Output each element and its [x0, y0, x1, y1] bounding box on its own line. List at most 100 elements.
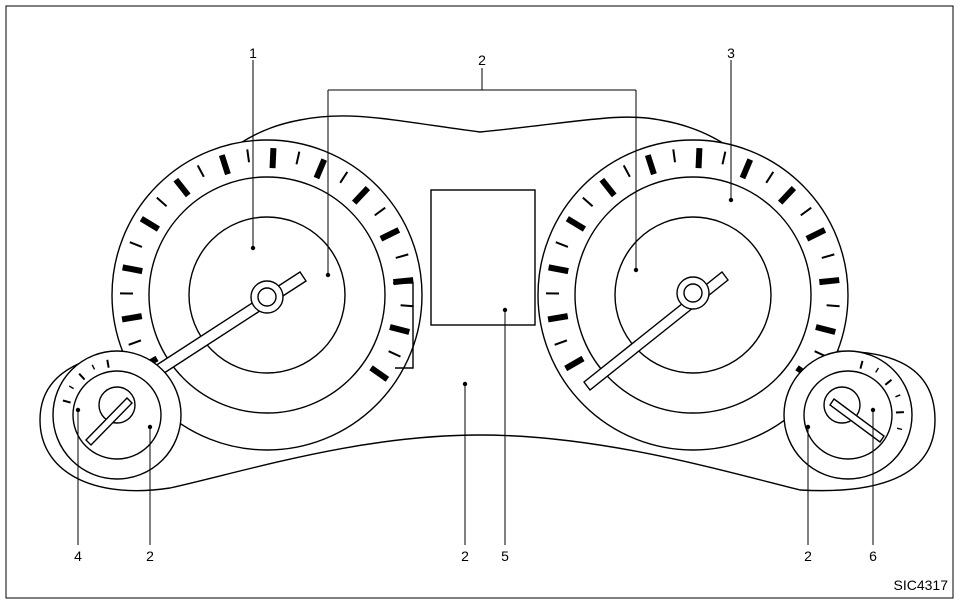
speedometer-minor-tick — [826, 304, 840, 308]
speedometer-hub — [676, 276, 710, 310]
tachometer-minor-tick — [128, 339, 142, 346]
speedometer-minor-tick — [582, 196, 594, 208]
tachometer-major-tick — [122, 264, 143, 275]
fuel-gauge-minor-tick — [68, 385, 74, 390]
callout-4: 4 — [74, 548, 82, 564]
dot-2-center — [462, 381, 468, 387]
temperature-gauge-minor-tick — [896, 427, 903, 431]
speedometer-minor-tick — [721, 151, 727, 165]
temperature-gauge-major-tick — [884, 378, 893, 386]
cluster-housing — [39, 115, 936, 492]
fuel-gauge — [52, 350, 182, 480]
fuel-gauge-ticks — [62, 359, 110, 404]
speedometer-major-tick — [644, 154, 657, 176]
dot-5 — [502, 307, 508, 313]
temperature-gauge-needle — [829, 397, 885, 444]
callout-5: 5 — [501, 548, 509, 564]
tachometer-hub-center — [257, 287, 277, 307]
callout-2-right-small: 2 — [804, 548, 812, 564]
diagram-frame — [5, 5, 954, 599]
temperature-gauge-dial-ring — [803, 370, 893, 460]
fuel-gauge-hub — [98, 386, 136, 424]
tachometer-major-tick — [369, 365, 390, 382]
callout-2-center: 2 — [461, 548, 469, 564]
leader-lines — [77, 60, 874, 545]
speedometer-minor-tick — [622, 164, 631, 178]
fuel-gauge-dial-ring — [72, 370, 162, 460]
fuel-gauge-major-tick — [78, 373, 86, 381]
tachometer-major-tick — [139, 216, 160, 232]
tachometer-major-tick — [389, 324, 411, 335]
callout-6: 6 — [869, 548, 877, 564]
tachometer-minor-tick — [196, 164, 205, 178]
tachometer-major-tick — [379, 227, 401, 242]
speedometer-major-tick — [777, 186, 797, 205]
tachometer-hub — [250, 280, 284, 314]
fuel-gauge-major-tick — [106, 359, 110, 368]
speedometer-hub-center — [683, 283, 703, 303]
leader-dots — [75, 197, 876, 430]
tachometer-ticks — [119, 148, 414, 382]
temperature-gauge-minor-tick — [895, 394, 901, 398]
temperature-gauge-major-tick — [859, 360, 864, 369]
tachometer-minor-tick — [400, 304, 414, 308]
temperature-gauge — [783, 350, 913, 480]
dot-2-right — [633, 267, 639, 273]
tachometer-minor-tick — [129, 241, 143, 248]
tachometer-major-tick — [393, 277, 414, 286]
tachometer-dial-ring — [148, 176, 386, 414]
speedometer-inner-ring — [614, 216, 772, 374]
callout-3: 3 — [727, 45, 735, 61]
dot-2-right-small — [805, 424, 811, 430]
callout-2-left-small: 2 — [146, 548, 154, 564]
tachometer-minor-tick — [246, 149, 251, 163]
speedometer-major-tick — [599, 177, 617, 198]
speedometer-minor-tick — [821, 253, 835, 259]
tachometer-major-tick — [313, 158, 328, 180]
callout-1: 1 — [249, 45, 257, 61]
speedometer-major-tick — [815, 324, 837, 335]
speedometer-minor-tick — [555, 241, 569, 248]
tachometer-major-tick — [173, 177, 191, 198]
speedometer-major-tick — [805, 227, 827, 242]
speedometer-minor-tick — [554, 339, 568, 346]
figure-code: SIC4317 — [894, 577, 949, 593]
speedometer-minor-tick — [765, 171, 775, 184]
speedometer-minor-tick — [800, 206, 812, 217]
speedometer-gauge — [537, 139, 849, 451]
speedometer-major-tick — [695, 148, 703, 169]
tachometer-minor-tick — [388, 350, 401, 358]
tachometer-major-tick — [218, 154, 231, 176]
dot-1 — [250, 245, 256, 251]
temperature-gauge-ticks — [859, 360, 904, 431]
tachometer-inner-ring — [188, 216, 346, 374]
fuel-gauge-major-tick — [62, 399, 71, 404]
speedometer-major-tick — [819, 277, 840, 286]
tachometer-major-tick — [351, 186, 371, 205]
dot-2-left-small — [147, 424, 153, 430]
speedometer-major-tick — [548, 264, 569, 275]
tachometer-gauge — [111, 139, 423, 451]
speedometer-major-tick — [565, 216, 586, 232]
tachometer-major-tick — [269, 148, 277, 169]
tachometer-minor-tick — [374, 206, 386, 217]
tachometer-major-tick — [121, 313, 143, 323]
speedometer-major-tick — [564, 355, 585, 372]
callout-2-top: 2 — [478, 52, 486, 68]
temperature-gauge-minor-tick — [875, 367, 880, 373]
tachometer-minor-tick — [295, 151, 301, 165]
tachometer-minor-tick — [156, 196, 168, 208]
tachometer-redzone-bracket — [393, 282, 414, 369]
dot-4 — [75, 407, 81, 413]
center-display-screen — [430, 189, 536, 326]
dot-2-left — [325, 272, 331, 278]
speedometer-major-tick — [547, 313, 569, 323]
tachometer-minor-tick — [395, 253, 409, 259]
dot-6 — [870, 407, 876, 413]
speedometer-minor-tick — [672, 149, 677, 163]
fuel-gauge-needle — [85, 397, 133, 446]
fuel-gauge-minor-tick — [91, 364, 96, 370]
dot-3 — [728, 197, 734, 203]
